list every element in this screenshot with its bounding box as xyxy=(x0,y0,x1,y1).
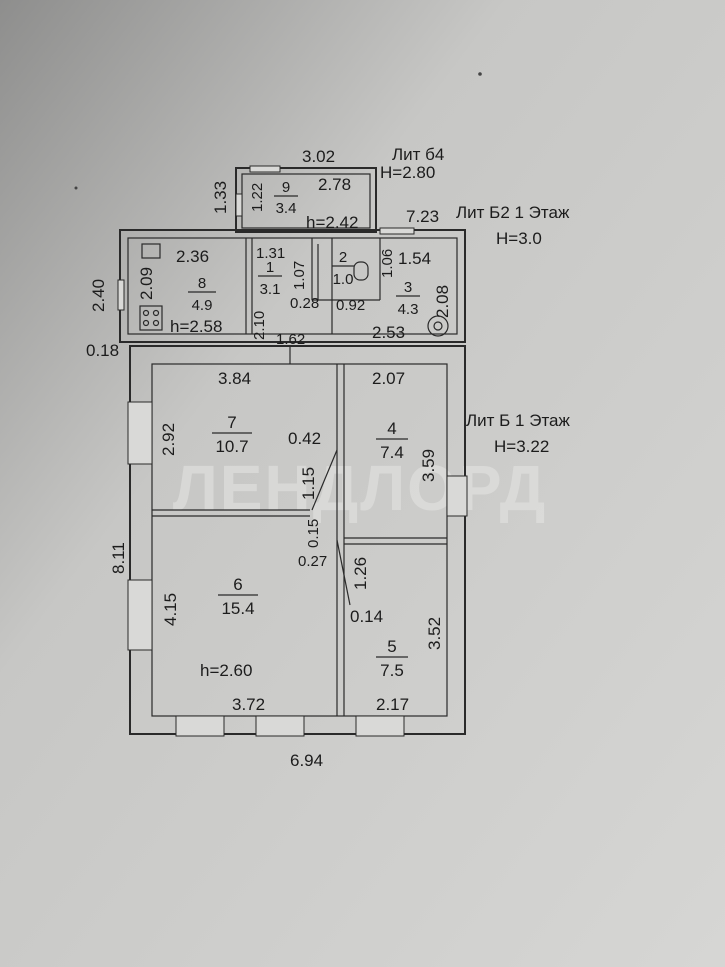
room-area: 15.4 xyxy=(221,599,254,618)
room-7: 7 10.7 xyxy=(212,413,252,456)
dimension-label: 0.15 xyxy=(305,519,322,548)
dimension-label: 1.15 xyxy=(299,467,318,500)
dimension-label: 0.18 xyxy=(86,341,119,360)
annex-b4 xyxy=(235,165,377,233)
main-house xyxy=(127,345,468,737)
dimension-label: 0.27 xyxy=(298,553,327,570)
lit-b4-height: H=2.80 xyxy=(380,163,435,182)
room-area: 10.7 xyxy=(215,437,248,456)
window xyxy=(117,279,125,311)
room-number: 9 xyxy=(282,179,290,196)
dimension-label: 2.17 xyxy=(376,695,409,714)
room-number: 4 xyxy=(387,419,396,438)
room-6: 6 15.4 xyxy=(218,575,258,618)
room-9: 9 3.4 xyxy=(274,179,298,217)
dimension-label: 6.94 xyxy=(290,751,323,770)
dimension-label: 2.78 xyxy=(318,175,351,194)
room-5: 5 7.5 xyxy=(376,637,408,680)
dimension-label: 8.11 xyxy=(109,542,128,574)
room-number: 5 xyxy=(387,637,396,656)
room-1: 1 3.1 xyxy=(258,259,282,298)
dimension-label: 1.22 xyxy=(249,183,266,212)
room-2: 2 1.0 xyxy=(332,249,354,288)
watermark: ЛЕНДЛОРД xyxy=(173,452,547,524)
room-number: 3 xyxy=(404,279,412,296)
toilet-icon xyxy=(353,261,369,281)
room-area: 7.5 xyxy=(380,661,404,680)
dimension-label: 0.92 xyxy=(336,297,365,314)
dimension-label: 1.31 xyxy=(256,245,285,262)
window xyxy=(379,227,415,235)
boiler-icon xyxy=(427,315,449,337)
window xyxy=(175,715,225,737)
room-area: 3.4 xyxy=(276,200,297,217)
ink-dot xyxy=(74,186,78,190)
window xyxy=(235,193,243,217)
room-4: 4 7.4 xyxy=(376,419,408,462)
room-number: 8 xyxy=(198,275,206,292)
window xyxy=(127,401,153,465)
window xyxy=(127,579,153,651)
dimension-label: 3.72 xyxy=(232,695,265,714)
dimension-label: 2.08 xyxy=(433,285,452,318)
window xyxy=(355,715,405,737)
lit-b2-label: Лит Б2 1 Этаж xyxy=(456,203,570,222)
room-number: 7 xyxy=(227,413,236,432)
room-area: 4.3 xyxy=(398,301,419,318)
height-b: h=2.60 xyxy=(200,661,252,680)
room-number: 2 xyxy=(339,249,347,266)
dimension-label: 1.33 xyxy=(211,181,230,214)
annex-b2 xyxy=(117,227,466,343)
room-number: 6 xyxy=(233,575,242,594)
room-area: 7.4 xyxy=(380,443,404,462)
dimension-label: 0.42 xyxy=(288,429,321,448)
dimension-label: 0.14 xyxy=(350,607,383,626)
dimension-label: 2.10 xyxy=(251,311,268,340)
dimension-label: 1.62 xyxy=(276,331,305,348)
dimension-label: 4.15 xyxy=(161,593,180,626)
lit-b2-height: H=3.0 xyxy=(496,229,542,248)
room-area: 3.1 xyxy=(260,281,281,298)
dimension-label: 2.36 xyxy=(176,247,209,266)
room-area: 1.0 xyxy=(333,271,354,288)
dimension-label: 2.53 xyxy=(372,323,405,342)
dimension-label: 3.59 xyxy=(419,449,438,482)
ink-dot xyxy=(478,72,482,76)
window xyxy=(249,165,281,173)
dimension-label: 2.92 xyxy=(159,423,178,456)
dimension-label: 2.40 xyxy=(89,279,108,312)
height-b2: h=2.58 xyxy=(170,317,222,336)
lit-b4-label: Лит б4 xyxy=(392,145,444,164)
room-8: 8 4.9 xyxy=(188,275,216,314)
room-3: 3 4.3 xyxy=(396,279,420,318)
window xyxy=(446,475,468,517)
lit-b-label: Лит Б 1 Этаж xyxy=(466,411,570,430)
dimension-label: 2.07 xyxy=(372,369,405,388)
dimension-label: 1.26 xyxy=(351,557,370,590)
dimension-label: 3.84 xyxy=(218,369,251,388)
dimension-label: 1.54 xyxy=(398,249,431,268)
room-area: 4.9 xyxy=(192,297,213,314)
dimension-label: 3.52 xyxy=(425,617,444,650)
lit-b-height: H=3.22 xyxy=(494,437,549,456)
dimension-label: 2.09 xyxy=(137,267,156,300)
stove-icon xyxy=(139,305,163,331)
window xyxy=(255,715,305,737)
dimension-label: 1.07 xyxy=(291,261,308,290)
room-number: 1 xyxy=(266,259,274,276)
height-b4: h=2.42 xyxy=(306,213,358,232)
sink-icon xyxy=(141,243,161,259)
dimension-label: 1.06 xyxy=(379,249,396,278)
dimension-label: 0.28 xyxy=(290,295,319,312)
dimension-label: 7.23 xyxy=(406,207,439,226)
dimension-label: 3.02 xyxy=(302,147,335,166)
